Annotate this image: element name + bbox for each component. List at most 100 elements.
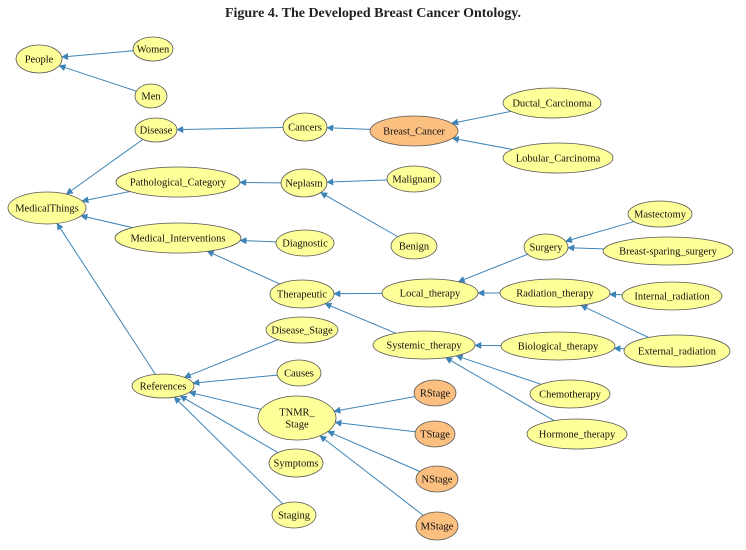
edge-men-to-people (58, 64, 137, 92)
node-label-symptoms: Symptoms (274, 459, 319, 470)
edge-causes-to-references (192, 374, 278, 387)
node-label-chemo: Chemotherapy (539, 390, 602, 401)
node-label-hormone: Hormone_therapy (539, 430, 616, 441)
node-label-therapeutic: Therapeutic (277, 290, 327, 301)
node-shape-breast_cancer (369, 115, 459, 147)
edge-breast_cancer-to-cancers (326, 124, 371, 132)
node-shape-diagnostic (275, 229, 335, 257)
edges-layer (56, 50, 649, 516)
node-women: Women (132, 36, 174, 62)
node-neplasm: Neplasm (280, 168, 328, 198)
node-label-cancers: Cancers (288, 123, 322, 134)
node-therapeutic: Therapeutic (269, 279, 335, 309)
node-label-local_therapy: Local_therapy (400, 289, 461, 300)
edge-cancers-to-disease (176, 125, 284, 133)
node-shape-references (131, 373, 195, 399)
node-shape-people (15, 44, 63, 74)
node-staging: Staging (271, 501, 317, 529)
edge-disease-to-medicalthings (65, 138, 144, 195)
node-label-mstage: MStage (421, 522, 454, 533)
node-shape-nstage (415, 465, 459, 493)
edge-mastectomy-to-surgery (565, 221, 635, 243)
edge-diagnostic-to-med_interventions (239, 237, 277, 245)
node-chemo: Chemotherapy (529, 379, 611, 409)
node-rstage: RStage (413, 379, 457, 407)
node-cancers: Cancers (282, 112, 328, 142)
edge-med_interventions-to-medicalthings (80, 213, 133, 229)
edge-external_rad-to-radiation (580, 304, 649, 338)
edge-chemo-to-systemic (455, 354, 542, 385)
node-label-systemic: Systemic_therapy (386, 341, 462, 352)
node-shape-benign (390, 232, 438, 260)
node-shape-medicalthings (7, 191, 87, 225)
node-shape-malignant (386, 165, 442, 193)
node-shape-chemo (529, 379, 611, 409)
node-shape-systemic (372, 330, 476, 360)
node-label-nstage: NStage (422, 475, 453, 486)
node-internal_rad: Internal_radiation (621, 281, 723, 311)
edge-disease_stage-to-references (183, 339, 279, 379)
node-label-breast_sparing: Breast-sparing_surgery (619, 247, 718, 258)
node-label-men: Men (141, 92, 161, 103)
node-shape-cancers (282, 112, 328, 142)
node-hormone: Hormone_therapy (526, 418, 628, 450)
node-local_therapy: Local_therapy (381, 278, 479, 308)
node-diagnostic: Diagnostic (275, 229, 335, 257)
node-shape-surgery (523, 233, 569, 261)
node-medicalthings: MedicalThings (7, 191, 87, 225)
edge-benign-to-neplasm (320, 192, 399, 238)
node-label-radiation: Radiation_therapy (516, 289, 594, 300)
node-label-neplasm: Neplasm (285, 179, 322, 190)
edge-symptoms-to-references (179, 395, 279, 454)
node-shape-mstage (415, 511, 459, 541)
node-systemic: Systemic_therapy (372, 330, 476, 360)
node-shape-biological (500, 331, 616, 361)
node-label-references: References (140, 382, 187, 393)
edge-systemic-to-therapeutic (324, 302, 397, 334)
node-shape-external_rad (623, 334, 731, 368)
node-pathological: Pathological_Category (115, 166, 241, 198)
node-men: Men (134, 83, 168, 109)
node-shape-breast_sparing (602, 236, 734, 266)
node-label-tstage: TStage (420, 430, 450, 441)
figure-title: Figure 4. The Developed Breast Cancer On… (224, 6, 522, 21)
node-external_rad: External_radiation (623, 334, 731, 368)
edge-ductal-to-breast_cancer (451, 110, 512, 126)
node-shape-causes (276, 359, 322, 387)
edge-mstage-to-tnmr (319, 435, 424, 516)
node-shape-local_therapy (381, 278, 479, 308)
node-label-disease: Disease (140, 126, 173, 137)
edge-surgery-to-local_therapy (457, 253, 528, 283)
node-shape-lobular (502, 142, 614, 174)
node-label-pathological: Pathological_Category (130, 178, 227, 189)
node-breast_sparing: Breast-sparing_surgery (602, 236, 734, 266)
node-nstage: NStage (415, 465, 459, 493)
node-disease: Disease (134, 117, 178, 143)
node-label-benign: Benign (399, 242, 430, 253)
node-surgery: Surgery (523, 233, 569, 261)
edge-malignant-to-neplasm (326, 178, 388, 186)
edge-staging-to-references (173, 396, 284, 505)
node-label-mastectomy: Mastectomy (634, 210, 687, 221)
edge-tstage-to-tnmr (334, 419, 416, 433)
node-label-surgery: Surgery (529, 243, 563, 254)
node-label-ductal: Ductal_Carcinoma (512, 99, 592, 110)
node-shape-staging (271, 501, 317, 529)
node-tstage: TStage (414, 420, 456, 448)
edge-pathological-to-medicalthings (81, 191, 131, 204)
edge-tnmr-to-references (188, 390, 262, 410)
node-label-diagnostic: Diagnostic (282, 239, 328, 250)
node-shape-tstage (414, 420, 456, 448)
node-shape-pathological (115, 166, 241, 198)
node-shape-therapeutic (269, 279, 335, 309)
edge-women-to-people (61, 50, 134, 60)
node-label-people: People (25, 55, 54, 66)
node-shape-hormone (526, 418, 628, 450)
node-people: People (15, 44, 63, 74)
node-shape-disease (134, 117, 178, 143)
node-shape-radiation (499, 278, 611, 308)
node-causes: Causes (276, 359, 322, 387)
node-lobular: Lobular_Carcinoma (502, 142, 614, 174)
